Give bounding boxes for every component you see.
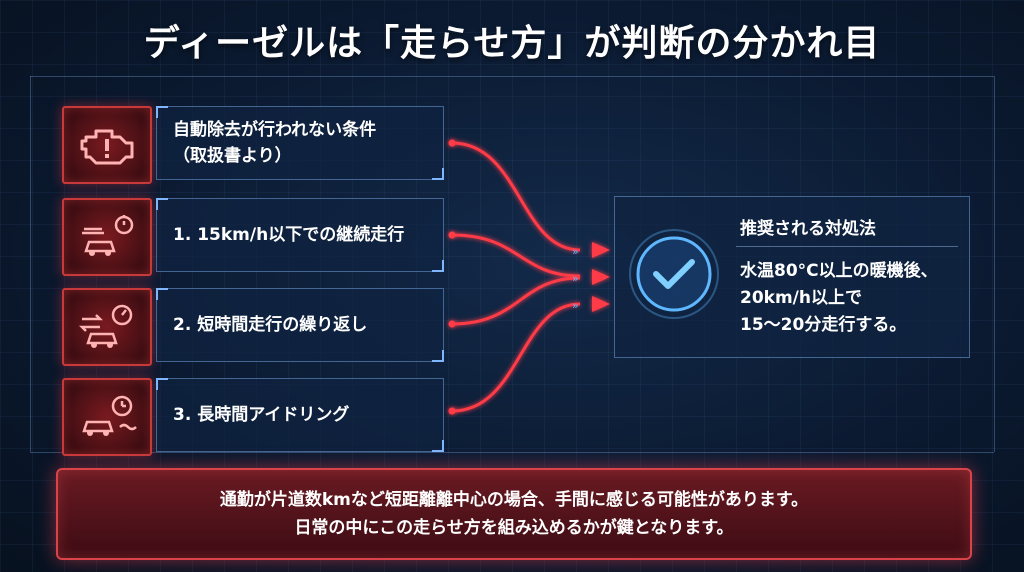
svg-text:»: » [572,272,579,285]
bottom-note: 通勤が片道数kmなど短距離離中心の場合、手間に感じる可能性があります。 日常の中… [56,468,972,560]
frame-line-top [30,76,994,77]
condition-item-1: 1. 15km/h以下での継続走行 [156,198,444,272]
connector-line-3 [451,276,581,326]
conditions-header-line1: 自動除去が行われない条件 [173,120,377,140]
arrow-head-1 [592,242,610,258]
svg-text:»: » [572,245,579,258]
recommendation-line-3: 15〜20分走行する。 [740,315,907,335]
frame-line-right [994,76,995,452]
page-title: ディーゼルは「走らせ方」が判断の分かれ目 [143,23,881,64]
condition-item-2-label: 2. 短時間走行の繰り返し [173,315,368,335]
recommendation-heading: 推奨される対処法 [740,219,876,239]
conditions-header-line2: （取扱書より） [173,146,292,166]
arrow-head-3 [592,296,610,312]
recommendation-body: 水温80°C以上の暖機後、 20km/h以上で 15〜20分走行する。 [740,258,938,339]
recommendation-divider [736,246,958,247]
svg-text:»: » [572,299,579,312]
engine-warning-icon-box [62,106,152,184]
engine-warning-icon [80,129,134,165]
car-idling-clock-icon-box [62,378,152,456]
connector-line-1 [451,141,581,252]
connector-line-4 [451,302,581,413]
car-traffic-timer-icon-box [62,198,152,276]
car-repeat-gauge-icon-box [62,288,152,366]
recommendation-line-1: 水温80°C以上の暖機後、 [740,261,938,281]
car-repeat-gauge-icon [78,304,133,348]
arrow-head-2 [592,269,610,285]
recommendation-line-2: 20km/h以上で [740,288,862,308]
car-idling-clock-icon [82,395,137,436]
connector-line-2 [451,233,581,278]
condition-item-3: 3. 長時間アイドリング [156,378,444,452]
condition-item-3-label: 3. 長時間アイドリング [173,405,350,425]
car-traffic-timer-icon [82,215,134,256]
condition-item-2: 2. 短時間走行の繰り返し [156,288,444,362]
condition-item-1-label: 1. 15km/h以下での継続走行 [173,225,405,245]
bottom-note-line-1: 通勤が片道数kmなど短距離離中心の場合、手間に感じる可能性があります。 [219,490,809,510]
bottom-note-line-2: 日常の中にこの走らせ方を組み込めるかが鍵となります。 [294,518,734,538]
frame-line-bottom [30,452,994,453]
checkmark-icon [629,229,719,319]
conditions-header-box: 自動除去が行われない条件 （取扱書より） [156,106,444,180]
frame-line-left [30,76,31,452]
